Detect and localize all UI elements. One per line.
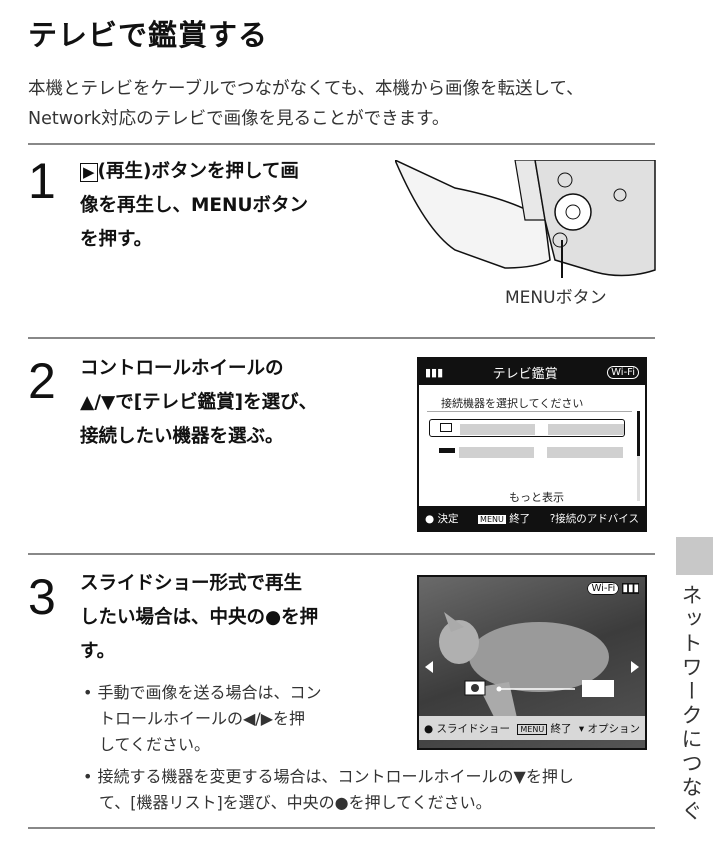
slideshow-screen: Wi-Fi ▮▮▮ ● スライドショー MENU 終了 ▾ オプション bbox=[417, 575, 647, 750]
step-3-number: 3 bbox=[28, 569, 56, 625]
slideshow-footer: ● スライドショー MENU 終了 ▾ オプション bbox=[419, 716, 645, 740]
divider bbox=[28, 143, 655, 145]
screen-title: テレビ鑑賞 bbox=[492, 366, 558, 382]
projector-icon bbox=[439, 448, 455, 453]
divider bbox=[28, 337, 655, 339]
page-title: テレビで鑑賞する bbox=[28, 18, 269, 52]
camera-illustration bbox=[395, 160, 656, 278]
divider bbox=[28, 553, 655, 555]
step-2-number: 2 bbox=[28, 353, 56, 409]
section-tab-marker bbox=[676, 537, 713, 575]
wifi-icon: Wi-Fi bbox=[607, 365, 639, 379]
section-label: ネットワークにつなぐ bbox=[679, 584, 703, 824]
status-icons: Wi-Fi ▮▮▮ bbox=[587, 582, 639, 595]
step-3-text: スライドショー形式で再生 したい場合は、中央の●を押 す。 bbox=[80, 573, 319, 662]
bullet-manual-send: • 手動で画像を送る場合は、コン トロールホイールの◀/▶を押 してください。 bbox=[83, 683, 322, 754]
play-key-icon: ▶ bbox=[80, 163, 98, 182]
select-prompt: 接続機器を選択してください bbox=[441, 397, 584, 410]
step-2-text: コントロールホイールの ▲/▼で[テレビ鑑賞]を選び、 接続したい機器を選ぶ。 bbox=[80, 358, 318, 447]
step-1-text: ▶(再生)ボタンを押して画 像を再生し、MENUボタン を押す。 bbox=[80, 161, 309, 250]
wifi-icon: Wi-Fi bbox=[587, 582, 620, 595]
battery-icon: ▮▮▮ bbox=[622, 583, 639, 594]
show-more[interactable]: もっと表示 bbox=[509, 491, 564, 504]
menu-button-caption: MENUボタン bbox=[505, 288, 607, 308]
tv-icon bbox=[440, 423, 452, 432]
intro-text: 本機とテレビをケーブルでつながなくても、本機から画像を転送して、 Network… bbox=[28, 79, 584, 129]
scrollbar[interactable] bbox=[637, 411, 640, 501]
bullet-change-device: • 接続する機器を変更する場合は、コントロールホイールの▼を押し て、[機器リス… bbox=[83, 767, 574, 812]
battery-icon: ▮▮▮ bbox=[425, 365, 444, 379]
tv-viewing-screen: ▮▮▮ テレビ鑑賞 Wi-Fi 接続機器を選択してください もっと表示 ● 決定… bbox=[417, 357, 647, 532]
device-row-projector[interactable] bbox=[429, 443, 625, 461]
step-1-number: 1 bbox=[28, 153, 56, 209]
device-row-tv[interactable] bbox=[429, 419, 625, 437]
divider bbox=[28, 827, 655, 829]
cat-photo bbox=[425, 612, 639, 727]
